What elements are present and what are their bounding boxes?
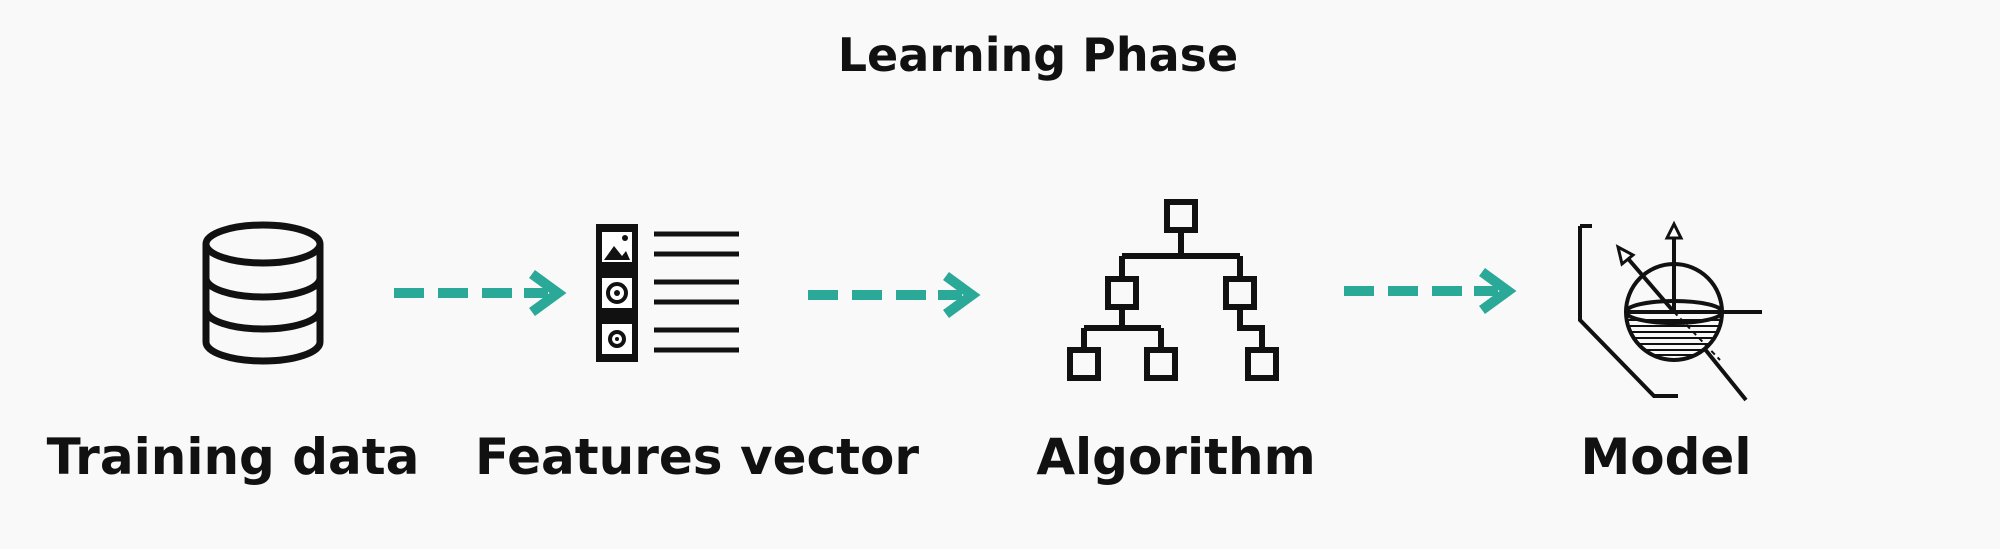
flow-arrow-2 (808, 271, 981, 319)
node-label-features-vector: Features vector (474, 428, 920, 486)
tree-hierarchy-icon (1067, 199, 1279, 381)
node-label-model: Model (1580, 428, 1752, 486)
feature-list-icon (596, 224, 739, 362)
database-icon (202, 221, 324, 365)
node-label-training-data: Training data (46, 428, 420, 486)
flow-arrow-1 (394, 269, 567, 317)
sphere-model-icon (1578, 220, 1762, 402)
flow-arrow-3 (1344, 267, 1517, 315)
diagram-title: Learning Phase (837, 28, 1239, 82)
node-label-algorithm: Algorithm (1036, 428, 1316, 486)
